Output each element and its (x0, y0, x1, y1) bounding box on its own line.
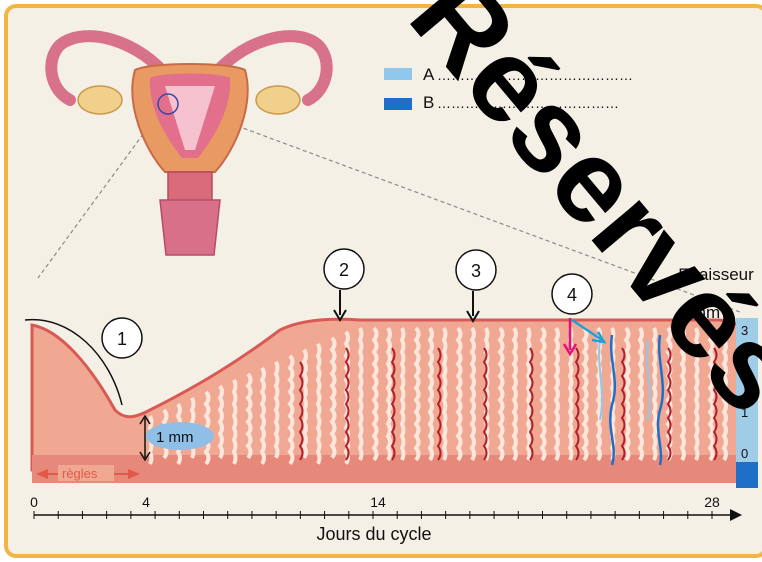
legend-swatch-b (384, 98, 412, 110)
gland (388, 328, 390, 460)
gland (430, 328, 432, 460)
legend-label-b: B (423, 93, 434, 112)
gland (318, 344, 320, 464)
day-tick-label-0: 0 (30, 494, 38, 510)
gland (402, 328, 404, 460)
period-label: règles (62, 466, 98, 481)
callout-3-number: 3 (471, 261, 481, 281)
gland (234, 380, 236, 464)
day-tick-label-28: 28 (704, 494, 720, 510)
gland (556, 328, 558, 460)
callout-1-number: 1 (117, 329, 127, 349)
gland (360, 328, 362, 460)
gland (220, 386, 222, 458)
gland (514, 328, 516, 460)
cervix (168, 172, 212, 202)
gland (262, 368, 264, 464)
day-axis-label: Jours du cycle (316, 524, 431, 544)
thickness-tick-0: 0 (741, 446, 748, 461)
thickness-bar-base (736, 462, 758, 488)
callout-4-number: 4 (567, 285, 577, 305)
gland (444, 328, 446, 460)
day-tick-label-4: 4 (142, 494, 150, 510)
gland (640, 328, 642, 460)
day-tick-label-14: 14 (370, 494, 386, 510)
ovary-right (256, 86, 300, 114)
gland (304, 350, 306, 458)
scale-label: 1 mm (156, 429, 194, 446)
gland (528, 328, 530, 460)
vagina (160, 200, 220, 255)
gland (276, 362, 278, 458)
legend-swatch-a (384, 68, 412, 80)
callout-2-number: 2 (339, 260, 349, 280)
myometrium-base (32, 455, 740, 483)
gland (472, 328, 474, 460)
ovary-left (78, 86, 122, 114)
